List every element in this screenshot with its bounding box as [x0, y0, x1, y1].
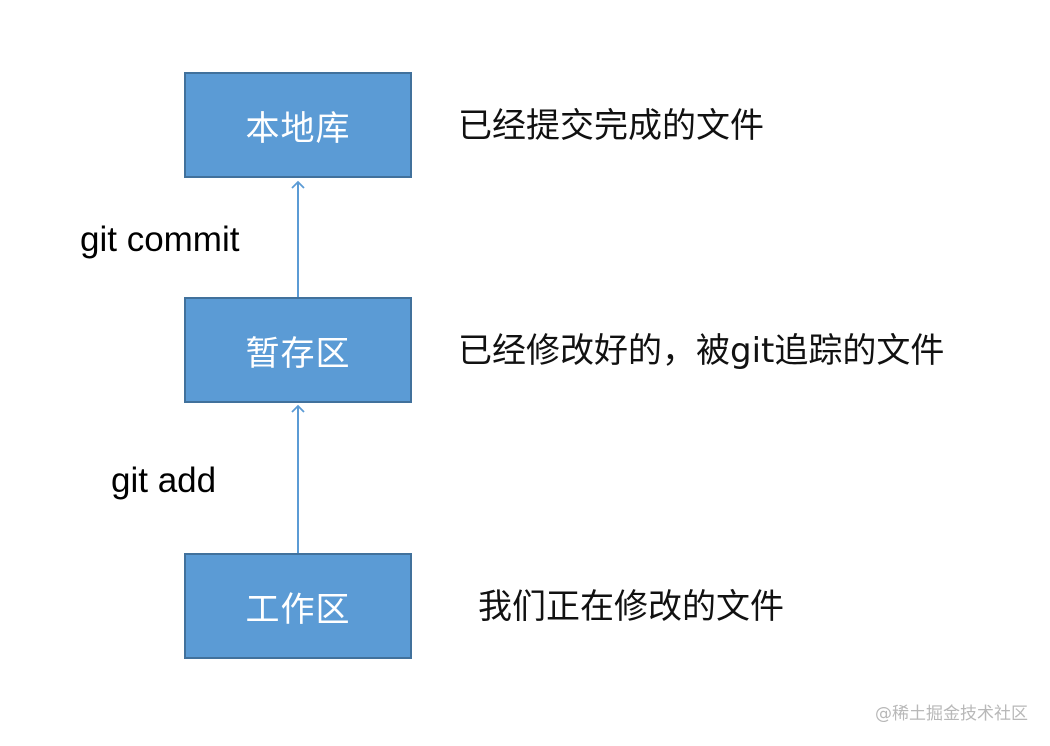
node-working: 工作区 — [184, 553, 412, 659]
edge-label-commit: git commit — [80, 220, 240, 259]
edge-label-add: git add — [111, 461, 217, 500]
staging-description: 已经修改好的，被git追踪的文件 — [458, 331, 945, 371]
node-staging: 暂存区 — [184, 297, 412, 403]
node-local-repo-label: 本地库 — [245, 108, 351, 149]
node-staging-label: 暂存区 — [245, 333, 351, 374]
working-description: 我们正在修改的文件 — [478, 587, 784, 627]
node-working-label: 工作区 — [245, 589, 351, 630]
local-repo-description: 已经提交完成的文件 — [458, 106, 764, 146]
watermark: @稀土掘金技术社区 — [875, 704, 1028, 724]
node-local-repo: 本地库 — [184, 72, 412, 178]
